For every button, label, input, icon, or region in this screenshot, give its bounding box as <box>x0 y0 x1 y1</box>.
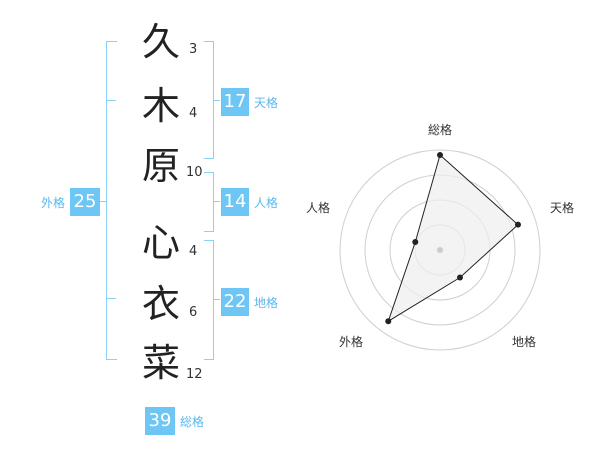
axis-label-soukaku: 総格 <box>428 122 452 137</box>
jinkaku-badge: 14 <box>221 188 249 216</box>
gaikaku-bracket-tick-bottom <box>106 298 116 299</box>
stroke-count-1: 3 <box>189 42 198 57</box>
chikaku-label: 地格 <box>254 296 279 310</box>
stroke-count-3: 10 <box>186 165 203 180</box>
jinkaku-bracket-tick <box>213 201 220 202</box>
stroke-count-6: 12 <box>186 367 203 382</box>
radar-point-4 <box>412 238 419 245</box>
chikaku-bracket <box>204 240 214 360</box>
radar-center-dot <box>437 247 443 253</box>
kanji-1: 久 <box>141 20 180 64</box>
gaikaku-bracket-tick-top <box>106 100 116 101</box>
radar-point-2 <box>456 274 463 281</box>
soukaku-badge: 39 <box>145 407 175 435</box>
gaikaku-bracket-connector <box>98 201 106 202</box>
chikaku-badge: 22 <box>221 288 249 316</box>
stroke-count-4: 4 <box>189 244 198 259</box>
radar-point-0 <box>437 152 443 158</box>
stroke-count-2: 4 <box>189 106 198 121</box>
axis-label-jinkaku: 人格 <box>306 200 330 215</box>
kanji-3: 原 <box>141 144 180 188</box>
tenkaku-badge: 17 <box>221 88 249 116</box>
jinkaku-label: 人格 <box>254 196 279 210</box>
tenkaku-label: 天格 <box>254 96 279 110</box>
kanji-4: 心 <box>141 221 180 265</box>
gaikaku-badge: 25 <box>70 188 100 216</box>
axis-label-gaikaku: 外格 <box>339 334 363 349</box>
gaikaku-bracket <box>106 41 117 360</box>
radar-point-1 <box>514 221 521 228</box>
kanji-6: 菜 <box>141 341 180 385</box>
tenkaku-bracket-tick <box>213 100 220 101</box>
radar-point-3 <box>385 318 392 325</box>
gaikaku-label: 外格 <box>41 196 66 210</box>
radar-polygon <box>387 154 519 323</box>
chikaku-bracket-tick <box>213 299 220 300</box>
axis-label-chikaku: 地格 <box>512 334 536 349</box>
soukaku-label: 総格 <box>180 415 205 429</box>
stroke-count-5: 6 <box>189 305 198 320</box>
kanji-2: 木 <box>141 84 180 128</box>
kanji-5: 衣 <box>141 282 180 326</box>
jinkaku-bracket <box>204 172 214 232</box>
axis-label-tenkaku: 天格 <box>550 200 574 215</box>
radar-ring-4 <box>339 149 541 351</box>
radar-points <box>385 152 521 325</box>
